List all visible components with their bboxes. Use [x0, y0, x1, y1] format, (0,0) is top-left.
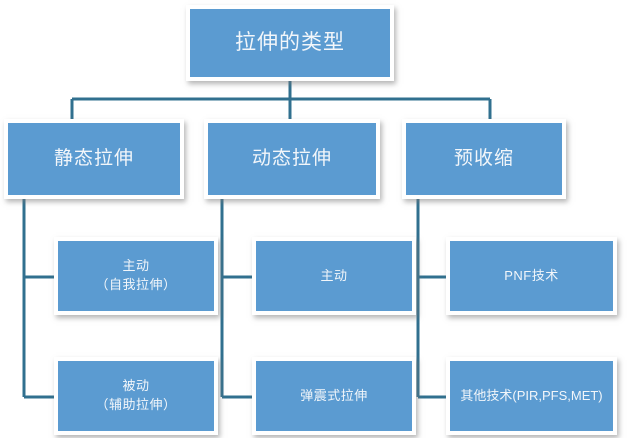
node-dynamic[interactable]: 动态拉伸: [204, 119, 380, 199]
node-preshorten-label: 预收缩: [453, 148, 514, 170]
node-static[interactable]: 静态拉伸: [4, 119, 184, 199]
node-other-tech-label: 其他技术(PIR,PFS,MET): [460, 387, 603, 403]
node-static-passive[interactable]: 被动 （辅助拉伸）: [54, 357, 218, 435]
node-static-passive-label: 被动 （辅助拉伸）: [95, 378, 177, 412]
node-root[interactable]: 拉伸的类型: [186, 5, 394, 81]
node-dynamic-label: 动态拉伸: [251, 148, 332, 170]
node-pnf-label: PNF技术: [504, 267, 559, 283]
node-static-label: 静态拉伸: [53, 148, 134, 170]
node-other-tech[interactable]: 其他技术(PIR,PFS,MET): [446, 357, 617, 435]
node-dynamic-active[interactable]: 主动: [252, 237, 416, 315]
node-dynamic-active-label: 主动: [320, 267, 348, 283]
node-root-label: 拉伸的类型: [235, 30, 345, 54]
node-pnf[interactable]: PNF技术: [446, 237, 617, 315]
node-static-active[interactable]: 主动 （自我拉伸）: [54, 237, 218, 315]
node-dynamic-ballistic[interactable]: 弹震式拉伸: [252, 357, 416, 435]
node-preshorten[interactable]: 预收缩: [402, 119, 566, 199]
node-static-active-label: 主动 （自我拉伸）: [95, 258, 177, 292]
node-dynamic-ballistic-label: 弹震式拉伸: [300, 387, 368, 403]
